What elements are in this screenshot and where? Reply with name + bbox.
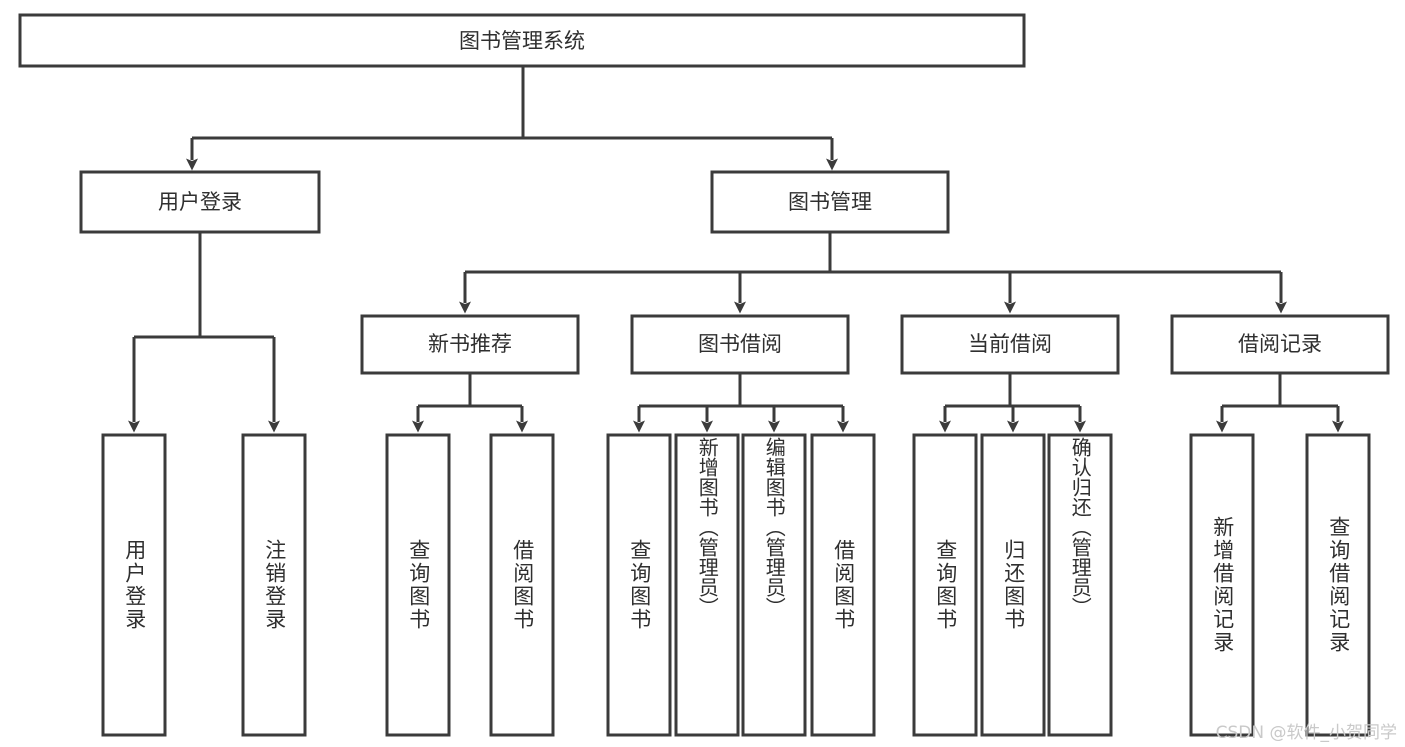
node-box-leaf-current-0[interactable] <box>912 433 978 737</box>
node-label-book-borrow: 图书借阅 <box>698 332 782 356</box>
node-box-book-borrow[interactable] <box>630 314 850 375</box>
node-box-leaf-borrow-0[interactable] <box>606 433 672 737</box>
node-box-user-login[interactable] <box>79 170 321 234</box>
connector-current-to-leaves <box>939 373 1086 433</box>
node-box-book-management[interactable] <box>710 170 950 234</box>
connector-user-login-to-leaves <box>128 232 280 433</box>
node-label-root: 图书管理系统 <box>459 29 585 53</box>
node-box-leaf-new-book-1[interactable] <box>489 433 555 737</box>
node-box-root[interactable] <box>18 13 1026 68</box>
node-box-leaf-borrow-3[interactable] <box>810 433 876 737</box>
node-box-leaf-current-1[interactable] <box>980 433 1046 737</box>
node-box-leaf-user-login-0[interactable] <box>101 433 167 737</box>
connector-borrow-to-leaves <box>633 373 849 433</box>
node-label-new-book-recommend: 新书推荐 <box>428 332 512 356</box>
node-label-borrow-record: 借阅记录 <box>1238 332 1322 356</box>
node-box-leaf-user-login-1[interactable] <box>241 433 307 737</box>
node-box-leaf-current-2[interactable] <box>1047 433 1113 737</box>
connector-root-to-level2 <box>186 66 838 171</box>
node-label-book-management: 图书管理 <box>788 190 872 214</box>
node-label-current-borrow: 当前借阅 <box>968 332 1052 356</box>
node-box-leaf-record-1[interactable] <box>1305 433 1371 737</box>
node-label-user-login: 用户登录 <box>158 190 242 214</box>
node-box-leaf-borrow-1[interactable] <box>674 433 740 737</box>
node-box-leaf-new-book-0[interactable] <box>385 433 451 737</box>
node-box-leaf-record-0[interactable] <box>1189 433 1255 737</box>
connector-new-book-to-leaves <box>412 373 528 433</box>
node-box-current-borrow[interactable] <box>900 314 1120 375</box>
node-box-new-book-recommend[interactable] <box>360 314 580 375</box>
connector-record-to-leaves <box>1216 373 1344 433</box>
node-box-leaf-borrow-2[interactable] <box>741 433 807 737</box>
node-box-borrow-record[interactable] <box>1170 314 1390 375</box>
connector-book-mgmt-to-level3 <box>459 232 1287 314</box>
